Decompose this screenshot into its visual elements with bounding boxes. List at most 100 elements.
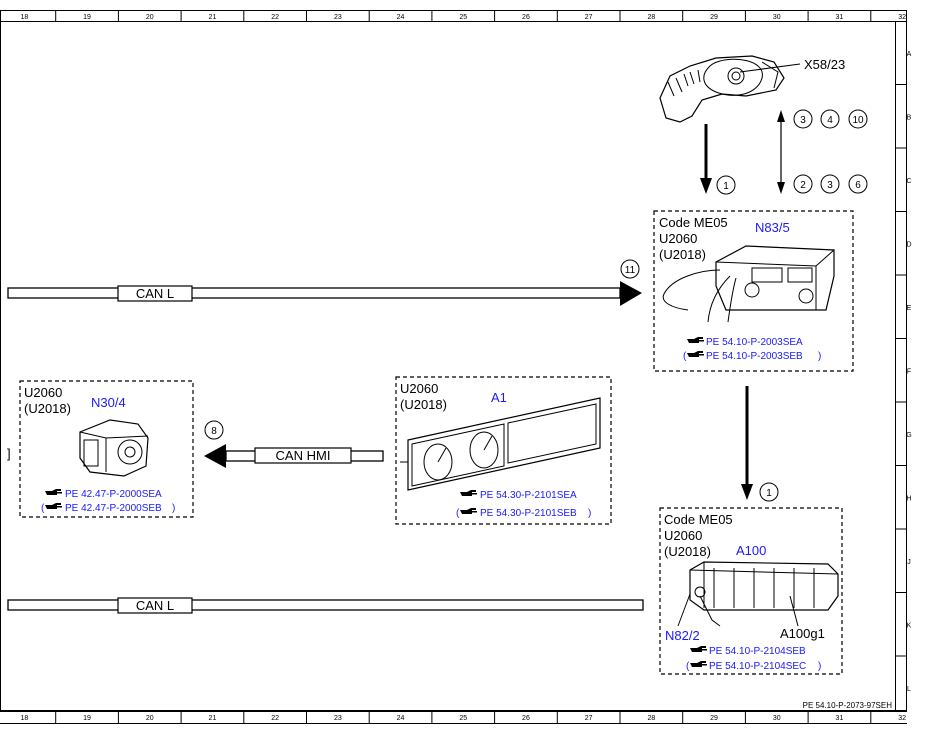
ruler-bottom-col-label: 29	[710, 715, 718, 722]
hand-icon	[460, 508, 477, 514]
svg-text:(: (	[41, 503, 45, 514]
component-n83-5: Code ME05 U2060 (U2018) N83/5 PE 54.10-P…	[653, 210, 854, 372]
can-l-top-label: CAN L	[136, 286, 174, 301]
svg-text:1: 1	[723, 181, 729, 192]
ruler-top-col-label: 25	[459, 14, 467, 21]
ruler-top-col-label: 27	[585, 14, 593, 21]
a100-line2: (U2018)	[664, 544, 711, 559]
hand-icon	[690, 661, 707, 667]
n30-4-illustration	[79, 419, 149, 477]
ruler-right-row-label: A	[907, 51, 912, 58]
ruler-top-col-label: 21	[209, 14, 217, 21]
ruler-bottom-col-label: 24	[397, 715, 405, 722]
svg-text:3: 3	[827, 180, 833, 191]
component-a100: Code ME05 U2060 (U2018) A100 N82/2 A100g…	[659, 507, 843, 675]
svg-text:): )	[588, 508, 591, 519]
a100-illustration	[677, 561, 839, 627]
ruler-top-col-label: 19	[83, 14, 91, 21]
arrow-x58-to-n83	[700, 124, 712, 194]
svg-text:1: 1	[766, 488, 772, 499]
ruler-bottom-col-label: 23	[334, 715, 342, 722]
a100g1-label: A100g1	[780, 626, 825, 641]
can-hmi-label: CAN HMI	[276, 448, 331, 463]
bus-can-l-top: CAN L	[7, 281, 642, 306]
n82-2-label: N82/2	[665, 628, 700, 643]
ruler-bottom-col-label: 25	[459, 715, 467, 722]
n83-5-illustration	[662, 245, 835, 323]
a100-ref2: PE 54.10-P-2104SEC	[709, 661, 806, 672]
n30-left-marker: ]	[7, 446, 11, 461]
can-l-bottom-label: CAN L	[136, 598, 174, 613]
svg-text:(: (	[683, 351, 687, 362]
a100-ref1: PE 54.10-P-2104SEB	[709, 646, 806, 657]
svg-text:3: 3	[800, 115, 806, 126]
ruler-bottom-col-label: 30	[773, 715, 781, 722]
a1-ref1: PE 54.30-P-2101SEA	[480, 490, 577, 501]
svg-text:(: (	[686, 661, 690, 672]
a100-id: A100	[736, 543, 766, 558]
a1-line1: U2060	[400, 381, 438, 396]
component-n30-4: U2060 (U2018) N30/4 PE 42.47-P-2000SEA (…	[19, 380, 194, 518]
svg-text:2: 2	[800, 180, 806, 191]
hand-icon	[45, 503, 62, 509]
n83-line1: U2060	[659, 231, 697, 246]
n83-id: N83/5	[755, 220, 790, 235]
ruler-bottom-col-label: 31	[836, 715, 844, 722]
callout-1-x58: 1	[716, 175, 736, 195]
svg-text:): )	[172, 503, 175, 514]
a1-line2: (U2018)	[400, 397, 447, 412]
svg-text:6: 6	[855, 180, 861, 191]
svg-text:): )	[818, 661, 821, 672]
ruler-right-row-label: H	[906, 495, 911, 502]
n83-line2: (U2018)	[659, 247, 706, 262]
a1-id: A1	[491, 390, 507, 405]
svg-text:(: (	[456, 508, 460, 519]
hand-icon	[45, 489, 62, 495]
bus-can-l-bottom: CAN L	[7, 597, 644, 614]
a100-line1: U2060	[664, 528, 702, 543]
n83-ref1: PE 54.10-P-2003SEA	[706, 337, 803, 348]
hand-icon	[687, 337, 704, 343]
callout-11: 11	[620, 259, 640, 279]
ruler-right-row-label: E	[907, 305, 912, 312]
bus-can-hmi: CAN HMI	[204, 444, 384, 468]
connector-x58-23-illustration	[659, 55, 801, 123]
n83-code: Code ME05	[659, 215, 728, 230]
n83-ref2: PE 54.10-P-2003SEB	[706, 351, 803, 362]
ruler-bottom-col-label: 18	[20, 715, 28, 722]
ruler-bottom-col-label: 22	[271, 715, 279, 722]
ruler-top-col-label: 23	[334, 14, 342, 21]
ruler-top-col-label: 20	[146, 14, 154, 21]
ruler-bottom-col-label: 20	[146, 715, 154, 722]
ruler-bottom-col-label: 32	[898, 715, 906, 722]
ruler-right-row-label: L	[907, 686, 911, 693]
x58-23-label: X58/23	[804, 57, 845, 72]
ruler-bottom-col-label: 19	[83, 715, 91, 722]
n30-ref2: PE 42.47-P-2000SEB	[65, 503, 162, 514]
callouts-lower-group: 2 3 6	[793, 174, 868, 194]
arrow-bidirectional-x58-n83	[777, 110, 785, 194]
a1-illustration	[400, 397, 601, 491]
ruler-right-row-label: G	[906, 432, 911, 439]
document-id: PE 54.10-P-2073-97SEH	[803, 701, 893, 710]
a100-code: Code ME05	[664, 512, 733, 527]
svg-text:11: 11	[625, 265, 636, 276]
ruler-top-col-label: 24	[397, 14, 405, 21]
ruler-bottom-col-label: 26	[522, 715, 530, 722]
n30-line2: (U2018)	[24, 401, 71, 416]
callout-1-a100: 1	[759, 482, 779, 502]
n30-line1: U2060	[24, 385, 62, 400]
ruler-top-col-label: 28	[647, 14, 655, 21]
ruler-top-col-label: 30	[773, 14, 781, 21]
n30-id: N30/4	[91, 395, 126, 410]
ruler-top-col-label: 26	[522, 14, 530, 21]
svg-text:8: 8	[211, 426, 217, 437]
ruler-top-col-label: 32	[898, 14, 906, 21]
ruler-right-row-label: K	[907, 622, 912, 629]
ruler-right-row-label: F	[907, 368, 911, 375]
a1-ref2: PE 54.30-P-2101SEB	[480, 508, 577, 519]
ruler-right-row-label: J	[907, 559, 911, 566]
